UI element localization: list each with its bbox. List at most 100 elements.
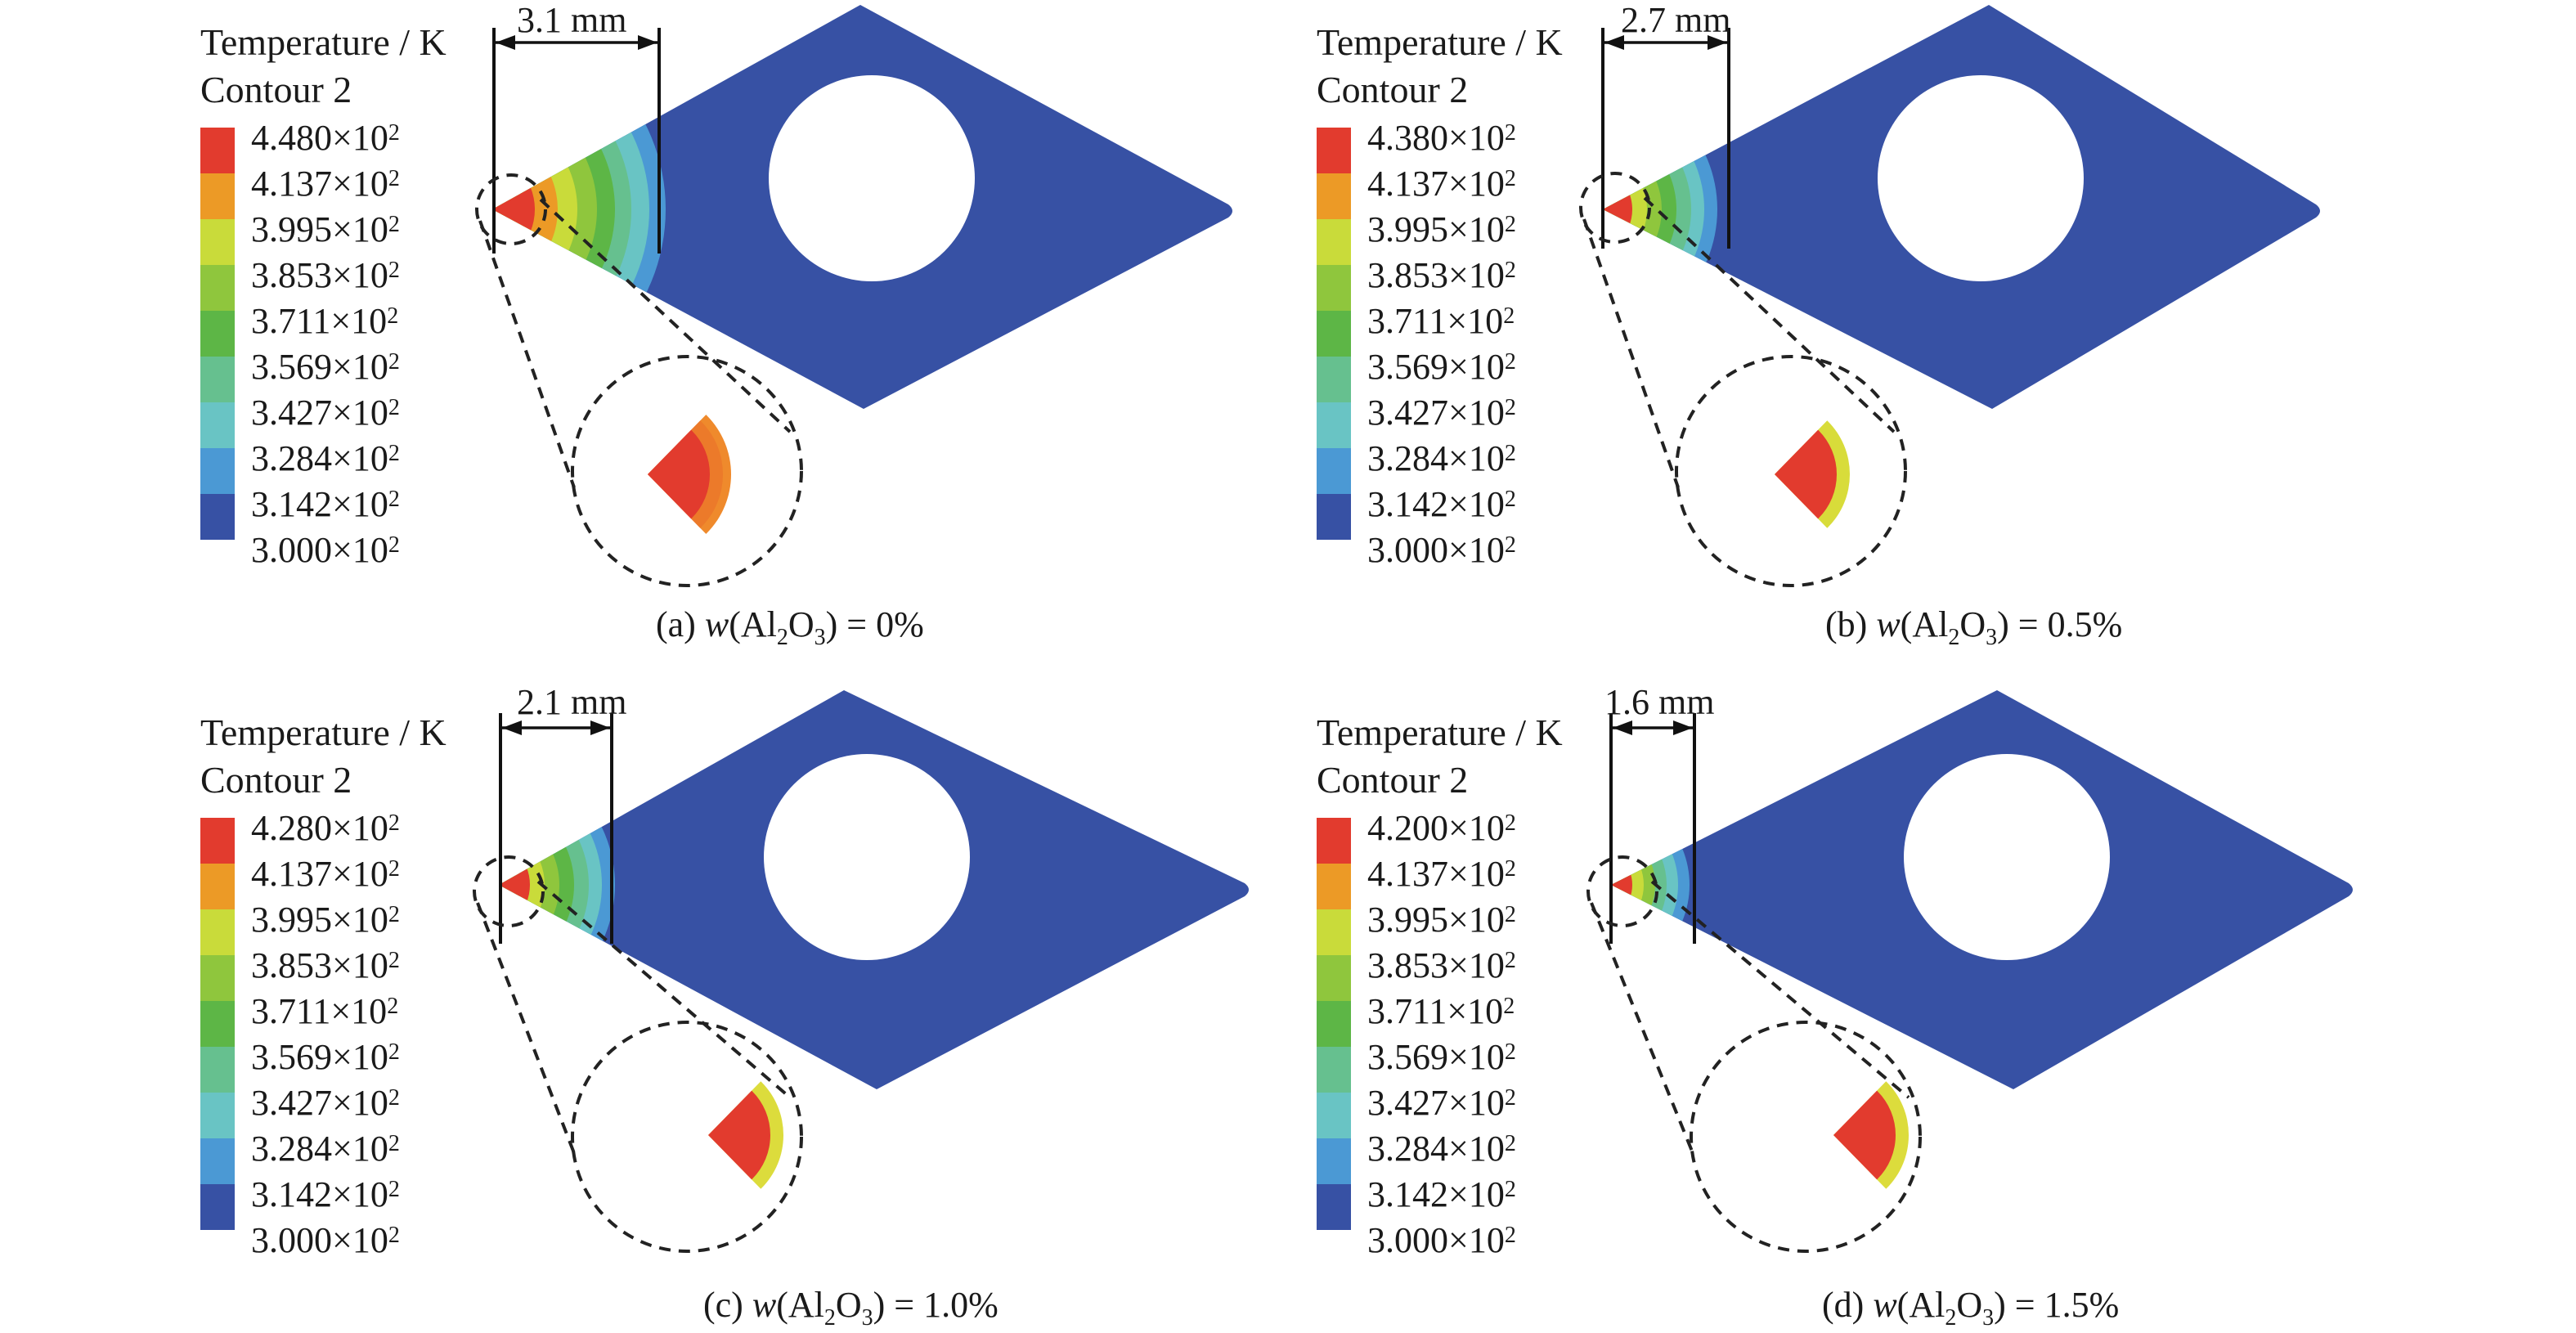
- magnifier-large-circle: [571, 1021, 803, 1253]
- legend-swatch: [200, 448, 235, 494]
- legend-swatch: [200, 402, 235, 448]
- legend-swatch: [1317, 448, 1351, 494]
- magnifier-tangent-left: [1582, 218, 1680, 488]
- legend-value: 3.142×102: [1367, 1174, 1516, 1214]
- legend-value: 3.711×102: [251, 301, 399, 341]
- legend-value: 3.284×102: [251, 1129, 400, 1169]
- legend-swatch: [1317, 128, 1351, 173]
- legend-swatch: [1317, 864, 1351, 909]
- legend-value: 3.569×102: [1367, 347, 1516, 387]
- insert-hole: [1904, 754, 2110, 960]
- legend-value: 3.853×102: [251, 255, 400, 295]
- panel-caption-d: (d) w(Al2O3) = 1.5%: [1822, 1285, 2120, 1331]
- magnifier-tangent-right: [1650, 880, 1910, 1099]
- legend-swatch: [200, 1138, 235, 1184]
- legend-value: 4.137×102: [1367, 854, 1516, 894]
- tool-chip-width-label: 3.1 mm: [517, 0, 627, 40]
- legend-value: 4.280×102: [251, 808, 400, 848]
- legend-swatch: [1317, 818, 1351, 864]
- insert-hole: [769, 75, 975, 281]
- legend-swatch: [200, 909, 235, 955]
- heat-zone: [1611, 790, 1690, 980]
- legend-swatch: [1317, 402, 1351, 448]
- dimension-arrow-right: [1673, 720, 1693, 735]
- insert-diagram-d: [1586, 690, 2353, 1253]
- panel-caption-a: (a) w(Al2O3) = 0%: [656, 604, 924, 650]
- legend-swatch: [200, 955, 235, 1001]
- legend-swatch: [1317, 1093, 1351, 1138]
- dimension-arrow-right: [590, 720, 610, 735]
- magnifier-large-circle: [571, 355, 803, 587]
- legend-value: 3.000×102: [251, 1220, 400, 1260]
- legend-value: 3.142×102: [251, 1174, 400, 1214]
- magnifier-large-circle: [1675, 355, 1907, 587]
- legend-swatch: [200, 265, 235, 311]
- legend-swatch: [1317, 173, 1351, 219]
- legend-subtitle: Contour 2: [1317, 69, 1469, 110]
- magnifier-tangent-right: [536, 880, 792, 1099]
- legend-value: 4.200×102: [1367, 808, 1516, 848]
- legend-value: 3.711×102: [1367, 301, 1515, 341]
- legend-swatch: [200, 128, 235, 173]
- dimension-arrow-left: [496, 35, 515, 50]
- zoomed-heat-band: [708, 1073, 770, 1197]
- zoomed-heat-band: [1775, 412, 1837, 536]
- legend-value: 3.569×102: [1367, 1037, 1516, 1077]
- legend-title: Temperature / K: [200, 711, 447, 753]
- legend-value: 3.853×102: [251, 945, 400, 985]
- dimension-arrow-left: [1613, 720, 1632, 735]
- magnifier-small-circle: [475, 173, 547, 245]
- insert-hole: [1878, 75, 2084, 281]
- legend-swatch: [1317, 1047, 1351, 1093]
- legend-value: 3.995×102: [1367, 900, 1516, 940]
- magnifier-small-circle: [1579, 172, 1651, 244]
- legend-value: 4.137×102: [251, 854, 400, 894]
- insert-hole: [764, 754, 970, 960]
- magnifier-tangent-left: [478, 220, 576, 488]
- legend-value: 3.569×102: [251, 347, 400, 387]
- zoomed-heat-zone: [708, 1060, 783, 1210]
- magnifier-small-circle: [473, 855, 545, 927]
- legend-value: 3.569×102: [251, 1037, 400, 1077]
- legend-swatch: [1317, 494, 1351, 540]
- magnifier-tangent-right: [539, 198, 792, 433]
- insert-diagram-a: [475, 5, 1232, 587]
- legend-swatch: [1317, 311, 1351, 357]
- legend-swatch: [200, 494, 235, 540]
- legend-subtitle: Contour 2: [1317, 759, 1469, 801]
- magnifier-tangent-left: [476, 902, 576, 1154]
- legend-value: 3.142×102: [251, 484, 400, 524]
- legend-swatch: [200, 818, 235, 864]
- legend-value: 3.000×102: [1367, 530, 1516, 570]
- legend-value: 3.284×102: [1367, 1129, 1516, 1169]
- legend-swatch: [1317, 219, 1351, 265]
- legend-value: 3.711×102: [251, 991, 399, 1031]
- legend-value: 3.995×102: [1367, 209, 1516, 249]
- legend-value: 3.284×102: [1367, 438, 1516, 478]
- legend-swatch: [1317, 357, 1351, 402]
- legend-swatch: [200, 311, 235, 357]
- legend-value: 3.853×102: [1367, 255, 1516, 295]
- legend-swatch: [200, 1047, 235, 1093]
- legend-value: 3.427×102: [1367, 1083, 1516, 1123]
- dimension-arrow-right: [1708, 35, 1727, 50]
- legend-value: 3.995×102: [251, 900, 400, 940]
- magnifier-large-circle: [1690, 1021, 1922, 1253]
- legend-title: Temperature / K: [1317, 21, 1563, 63]
- legend-value: 3.427×102: [1367, 393, 1516, 433]
- legend-swatch: [200, 357, 235, 402]
- legend-swatch: [1317, 265, 1351, 311]
- legend-swatch: [200, 1184, 235, 1230]
- legend-value: 3.711×102: [1367, 991, 1515, 1031]
- legend-swatch: [200, 1093, 235, 1138]
- tool-chip-width-label: 2.1 mm: [517, 682, 627, 722]
- legend-value: 3.000×102: [251, 530, 400, 570]
- legend-value: 3.853×102: [1367, 945, 1516, 985]
- legend-value: 3.427×102: [251, 393, 400, 433]
- legend-swatch: [1317, 955, 1351, 1001]
- legend-title: Temperature / K: [200, 21, 447, 63]
- dimension-arrow-left: [1604, 35, 1624, 50]
